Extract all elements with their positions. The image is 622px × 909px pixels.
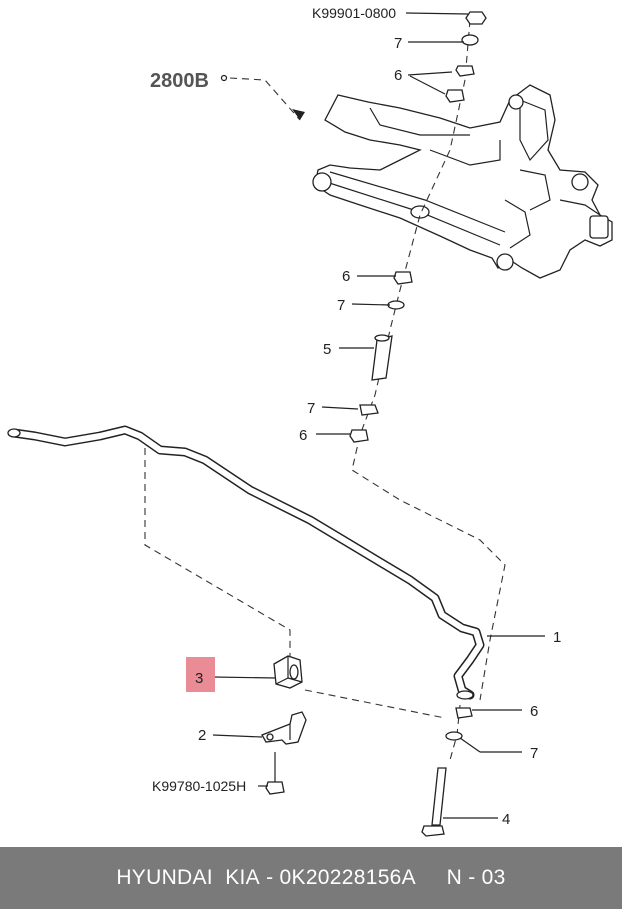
parts-diagram: K99901-0800 7 6 2800B 6 7 5 7 6 1 3 6 2 …: [7, 5, 613, 837]
bushing-dash: [144, 448, 291, 665]
label-mid-7a: 7: [337, 297, 345, 314]
label-mid-7b: 7: [307, 400, 315, 417]
highlight-part-3: [186, 657, 215, 692]
label-k99901: K99901-0800: [312, 5, 396, 21]
label-mid-6b: 6: [299, 427, 307, 444]
footer-gap: [416, 866, 447, 890]
footer-part-number: 0K20228156A: [279, 866, 416, 889]
label-part-1: 1: [553, 629, 561, 646]
reference-arrow: [229, 77, 301, 121]
lower-hardware: [421, 690, 474, 837]
footer-page: N - 03: [446, 866, 506, 889]
link-line-top: [351, 19, 506, 701]
bracket-dash: [304, 689, 446, 719]
stabilizer-bar: [7, 425, 485, 700]
label-top-6: 6: [394, 67, 402, 84]
leader-lines: [212, 12, 545, 819]
label-low-7: 7: [530, 745, 538, 762]
footer-bar: HYUNDAI KIA - 0K20228156A N - 03: [0, 847, 622, 909]
label-part-3: 3: [195, 670, 203, 687]
label-low-6: 6: [530, 703, 538, 720]
label-mid-6a: 6: [342, 268, 350, 285]
bracket-part-2: [261, 711, 307, 745]
label-k99780: K99780-1025H: [152, 778, 246, 794]
label-2800b: 2800B: [150, 70, 209, 92]
label-part-2: 2: [198, 727, 206, 744]
label-top-7: 7: [394, 35, 402, 52]
label-part-4: 4: [502, 811, 510, 828]
suspension-assembly: [312, 84, 613, 279]
footer-brand: HYUNDAI KIA: [116, 866, 260, 889]
bushing-part-3: [273, 655, 303, 689]
top-hardware: [445, 11, 487, 103]
footer-separator: -: [259, 866, 280, 889]
small-bolt: [265, 752, 285, 795]
mid-hardware: [349, 271, 413, 443]
label-mid-5: 5: [323, 341, 331, 358]
